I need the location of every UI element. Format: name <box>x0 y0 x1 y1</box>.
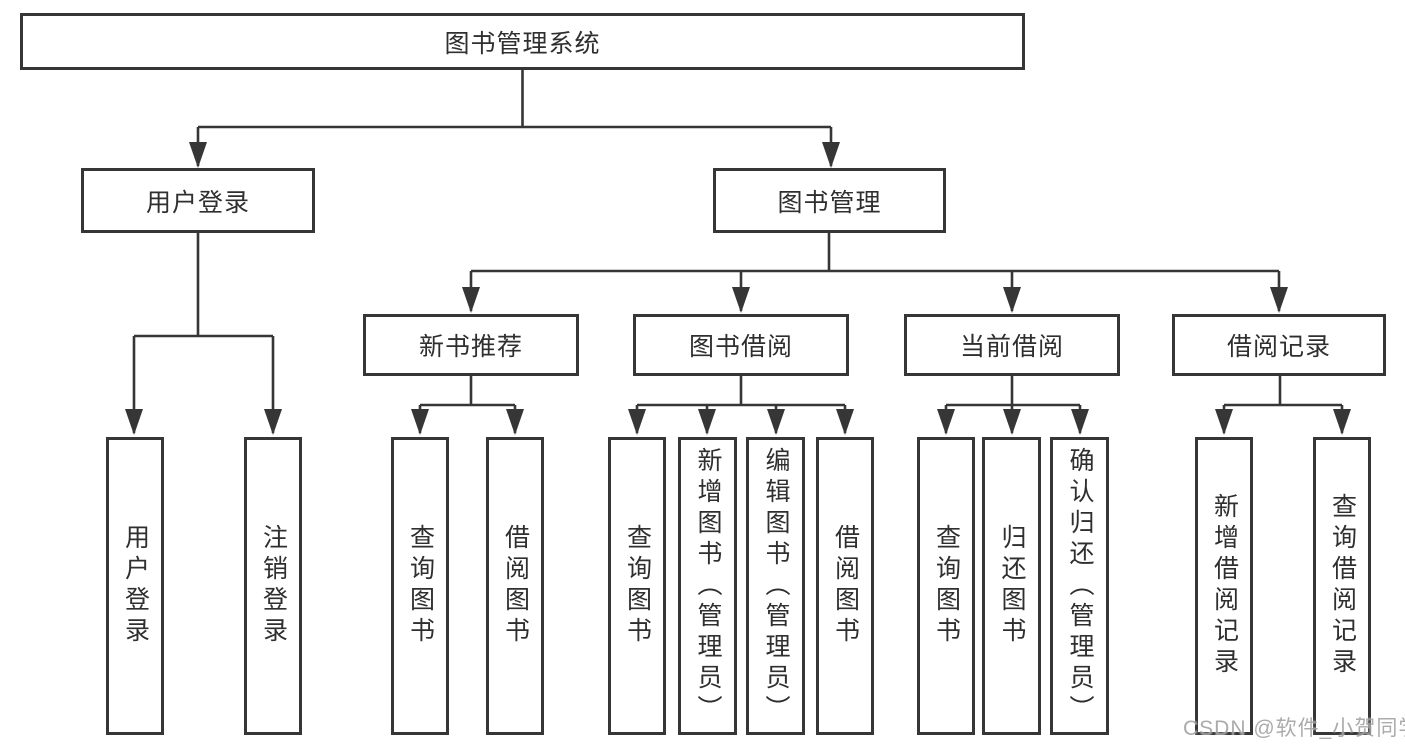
node-current-borrow: 当前借阅 <box>904 314 1120 376</box>
node-book-management: 图书管理 <box>713 168 946 233</box>
leaf-return-books: 归还图书 <box>982 437 1041 735</box>
leaf-confirm-return-admin: 确认归还（管理员） <box>1050 437 1109 735</box>
leaf-borrow-books-recommend: 借阅图书 <box>486 437 544 735</box>
leaf-borrow-books: 借阅图书 <box>816 437 874 735</box>
leaf-user-login: 用户登录 <box>106 437 164 735</box>
node-user-login: 用户登录 <box>81 168 315 233</box>
leaf-query-books-borrow: 查询图书 <box>608 437 666 735</box>
node-library-management-system: 图书管理系统 <box>20 13 1025 70</box>
leaf-logout: 注销登录 <box>244 437 302 735</box>
node-borrow-records: 借阅记录 <box>1172 314 1386 376</box>
csdn-watermark: CSDN @软件_小贺同学 <box>1183 717 1405 740</box>
node-new-book-recommend: 新书推荐 <box>363 314 579 376</box>
leaf-add-books-admin: 新增图书（管理员） <box>678 437 737 735</box>
node-book-borrow: 图书借阅 <box>633 314 849 376</box>
leaf-query-books-current: 查询图书 <box>917 437 975 735</box>
leaf-edit-books-admin: 编辑图书（管理员） <box>746 437 805 735</box>
leaf-add-borrow-record: 新增借阅记录 <box>1195 437 1253 735</box>
leaf-query-books-recommend: 查询图书 <box>391 437 449 735</box>
leaf-query-borrow-record: 查询借阅记录 <box>1313 437 1371 735</box>
